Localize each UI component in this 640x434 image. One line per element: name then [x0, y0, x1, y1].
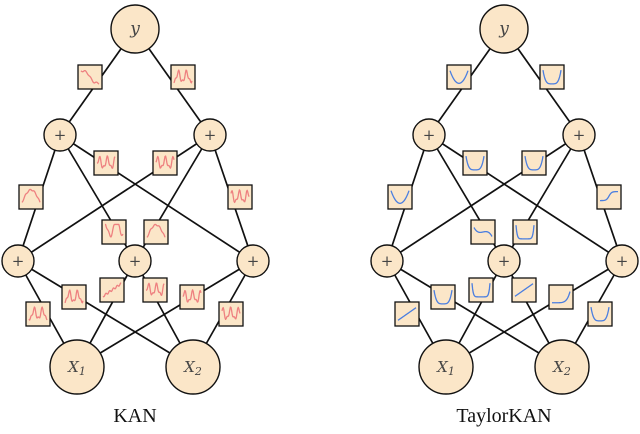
x2-label: X2: [552, 358, 571, 378]
activation-box: [77, 64, 103, 90]
sum-node: +: [412, 118, 446, 152]
spline-icon: [28, 306, 48, 321]
spline-icon: [230, 189, 250, 204]
x1-label: X1: [67, 358, 86, 378]
sum-label: +: [204, 126, 217, 144]
activation-box: [587, 301, 613, 327]
activation-box: [446, 64, 472, 90]
activation-box: [596, 184, 622, 210]
activation-box: [468, 277, 494, 303]
activation-box: [227, 184, 253, 210]
activation-box: [18, 184, 44, 210]
spline-icon: [173, 69, 193, 84]
activation-box: [142, 277, 168, 303]
sum-node: +: [605, 244, 639, 278]
edge-r2-x1: [445, 260, 623, 368]
sum-label: +: [616, 252, 629, 270]
sum-label: +: [423, 126, 436, 144]
spline-icon: [104, 223, 124, 238]
spline-icon: [221, 306, 241, 321]
cubic-icon: [473, 227, 493, 237]
activation-box: [430, 284, 456, 310]
sum-node: +: [1, 244, 35, 278]
bracket-icon: [515, 225, 535, 240]
activation-box: [387, 184, 413, 210]
activation-box: [462, 150, 488, 176]
activation-box: [394, 301, 420, 327]
quartic-icon: [590, 307, 610, 322]
edge-l1-r2: [428, 134, 623, 262]
spline-icon: [102, 282, 122, 298]
sum-label: +: [381, 252, 394, 270]
output-label: y: [498, 19, 509, 39]
sum-label: +: [54, 126, 67, 144]
activation-box: [218, 301, 244, 327]
edge-r1-l2: [386, 134, 580, 262]
sum-node: +: [562, 118, 596, 152]
spline-icon: [80, 69, 100, 85]
activation-box: [99, 277, 125, 303]
sigmoid-icon: [599, 190, 619, 202]
activation-box: [179, 284, 205, 310]
spline-icon: [21, 188, 41, 203]
activation-box: [512, 219, 538, 245]
edge-r2-x1: [76, 260, 254, 368]
sum-node: +: [370, 244, 404, 278]
quartic-icon: [433, 290, 453, 305]
line-icon: [514, 283, 534, 297]
activation-box: [548, 284, 574, 310]
sum-label: +: [12, 252, 25, 270]
sum-node: +: [43, 118, 77, 152]
sum-node: +: [193, 118, 227, 152]
activation-box: [470, 219, 496, 245]
input-node-x1: X1: [418, 339, 474, 395]
output-node: y: [110, 4, 160, 54]
activation-box: [152, 150, 178, 176]
kan-panel: y + + + + + X1 X2: [1, 4, 270, 395]
parabola-icon: [390, 190, 410, 204]
spline-icon: [155, 155, 175, 169]
taylorkan-panel: y + + + + + X1 X2: [370, 4, 639, 395]
output-node: y: [479, 4, 529, 54]
activation-box: [143, 219, 169, 245]
sum-label: +: [247, 252, 260, 270]
edge-l1-r2: [59, 134, 254, 262]
exponential-icon: [551, 291, 571, 304]
activation-box: [521, 150, 547, 176]
edge-r1-l2: [17, 134, 211, 262]
activation-box: [61, 284, 87, 310]
activation-box: [170, 64, 196, 90]
input-node-x1: X1: [49, 339, 105, 395]
sum-label: +: [573, 126, 586, 144]
sum-label: +: [498, 252, 511, 270]
spline-icon: [146, 223, 166, 238]
quartic-icon: [542, 70, 562, 85]
spline-icon: [96, 155, 116, 169]
activation-box: [101, 219, 127, 245]
sum-node: +: [118, 244, 152, 278]
output-label: y: [129, 19, 140, 39]
sum-node: +: [236, 244, 270, 278]
sum-label: +: [129, 252, 142, 270]
input-node-x2: X2: [165, 339, 221, 395]
spline-icon: [64, 289, 84, 304]
sum-node: +: [487, 244, 521, 278]
spline-icon: [182, 289, 202, 303]
quartic-icon: [524, 156, 544, 171]
kan-caption: KAN: [113, 405, 156, 427]
spline-icon: [145, 282, 165, 297]
parabola-icon: [449, 70, 469, 84]
quartic-icon: [465, 156, 485, 171]
taylorkan-caption: TaylorKAN: [456, 405, 551, 427]
x1-label: X1: [436, 358, 455, 378]
activation-box: [539, 64, 565, 90]
activation-box: [93, 150, 119, 176]
x2-label: X2: [183, 358, 202, 378]
bracket-icon: [471, 283, 491, 298]
activation-box: [25, 301, 51, 327]
input-node-x2: X2: [534, 339, 590, 395]
activation-box: [511, 277, 537, 303]
line-icon: [397, 307, 417, 321]
